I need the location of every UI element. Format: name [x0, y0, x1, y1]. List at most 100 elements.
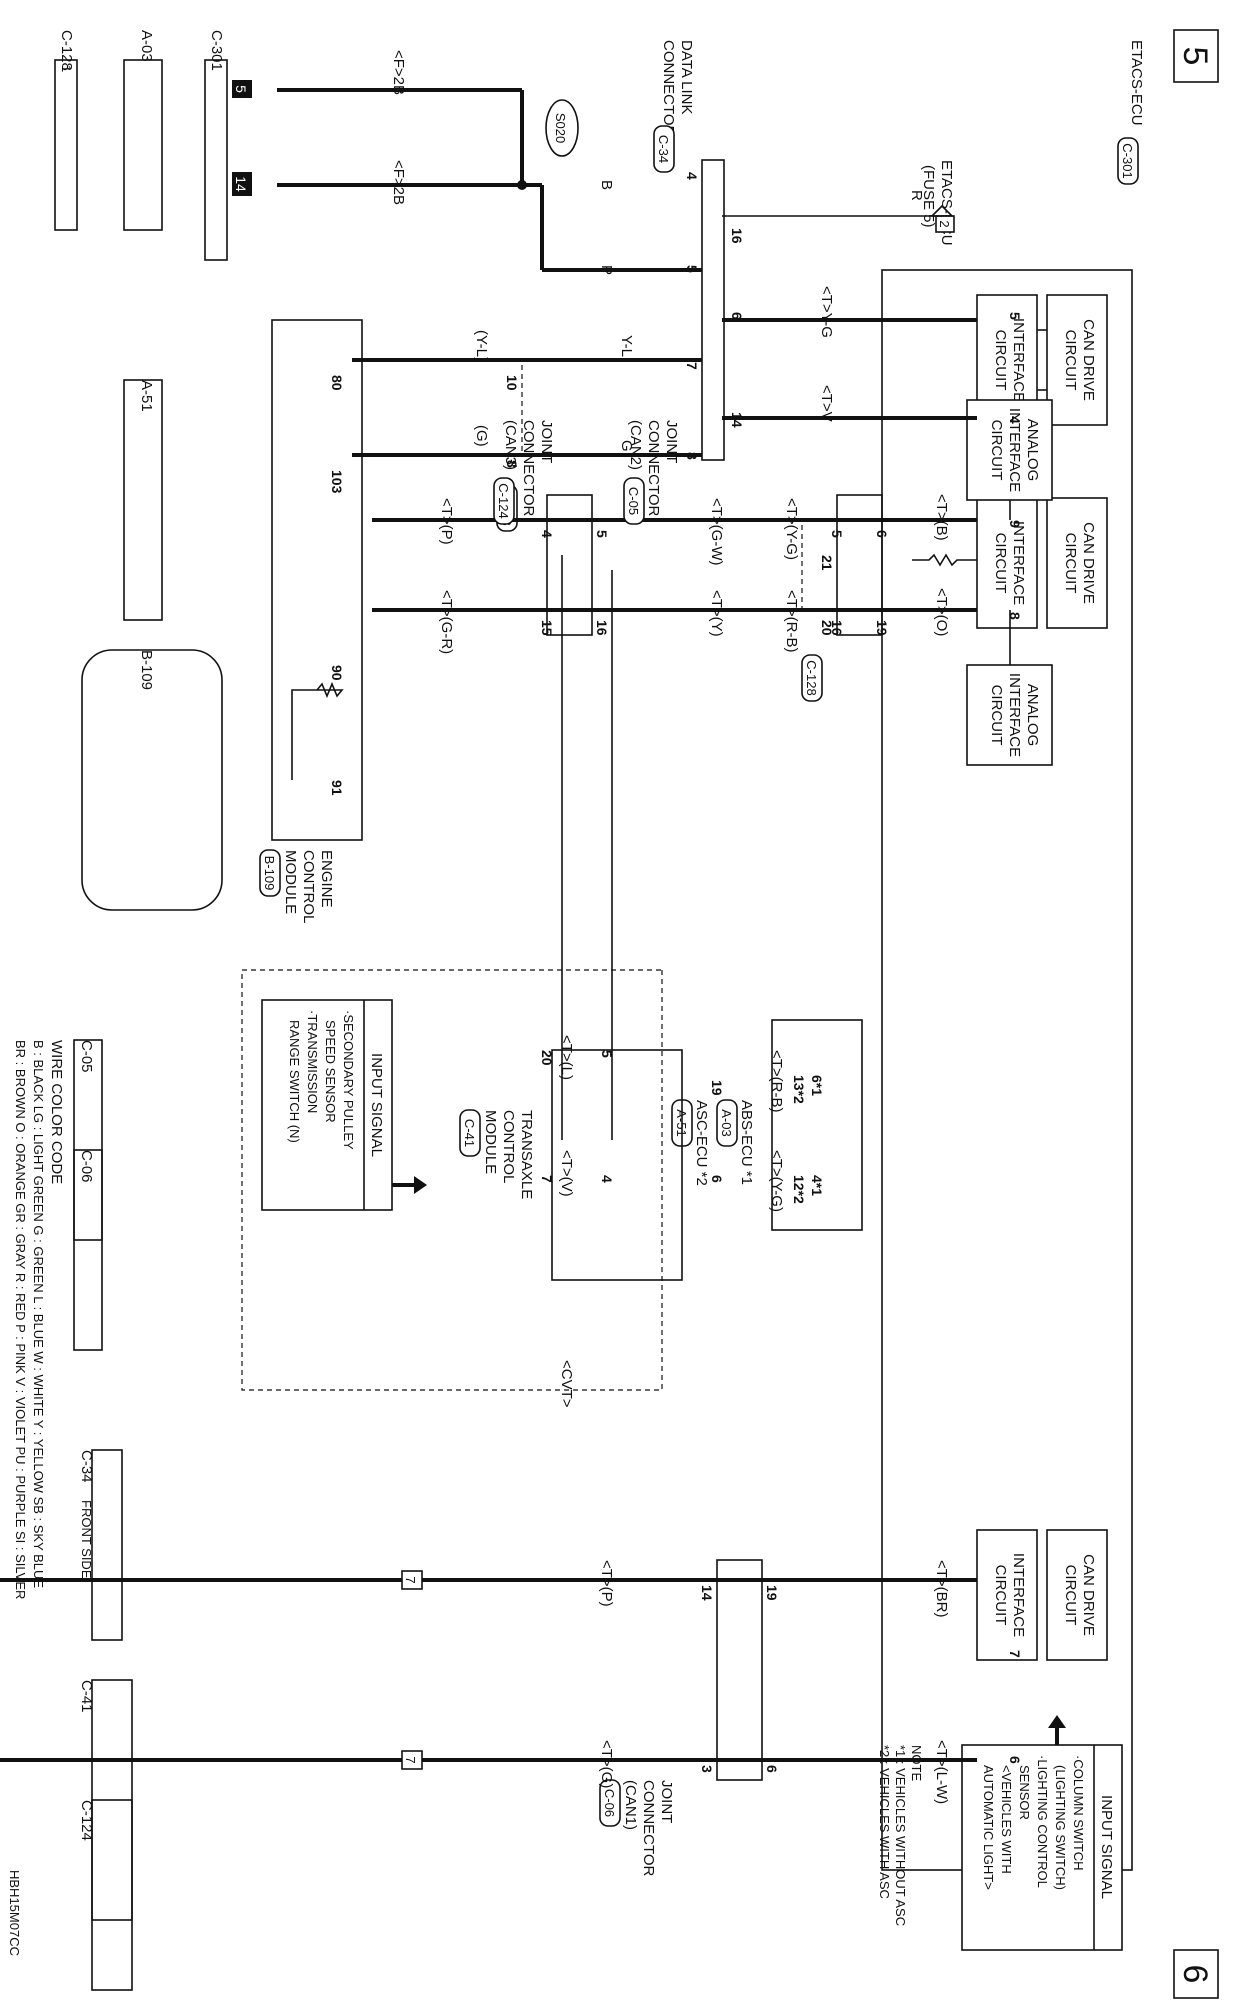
jc2-conn: C-05 [626, 487, 641, 515]
svg-text:<T>(R-B): <T>(R-B) [783, 590, 800, 653]
svg-text:CIRCUIT: CIRCUIT [988, 420, 1005, 481]
note-2: *2 : VEHICLES WITH ASC [877, 1745, 892, 1899]
svg-text:JOINT: JOINT [538, 420, 555, 463]
etacs-title: ETACS-ECU [1128, 40, 1145, 126]
joint-connector-can1 [716, 1559, 763, 1781]
etacs-conn: C-301 [1120, 143, 1135, 178]
etacs-input-signal-box [961, 1744, 1123, 1951]
svg-text:<T>(BR): <T>(BR) [933, 1560, 950, 1618]
cvt-dashed-frame [241, 969, 663, 1391]
note-1: *1 : VEHICLES WITHOUT ASC [893, 1745, 908, 1926]
jc1-conn: C-06 [602, 1789, 617, 1817]
tcm-input-signal-box [261, 999, 393, 1211]
svg-text:INTERFACE: INTERFACE [1006, 673, 1023, 757]
svg-text:<VEHICLES WITH: <VEHICLES WITH [999, 1765, 1014, 1874]
svg-text:Y-L: Y-L [618, 335, 635, 357]
dlc-body [701, 159, 725, 461]
svg-text:CAN DRIVE: CAN DRIVE [1080, 319, 1097, 401]
svg-text:SPEED SENSOR: SPEED SENSOR [323, 1020, 338, 1123]
note-title: NOTE [909, 1745, 924, 1781]
svg-text:21: 21 [819, 555, 835, 571]
svg-text:CONNECTOR: CONNECTOR [520, 420, 537, 517]
svg-text:<T>V: <T>V [818, 385, 835, 422]
svg-text:CONNECTOR: CONNECTOR [660, 40, 677, 137]
svg-text:JOINT: JOINT [663, 420, 680, 463]
svg-text:<T>(G-R): <T>(G-R) [438, 590, 455, 654]
svg-text:CONNECTOR: CONNECTOR [645, 420, 662, 517]
svg-text:2: 2 [937, 220, 952, 227]
svg-text:5: 5 [829, 530, 845, 538]
svg-text:80: 80 [329, 375, 345, 391]
svg-text:16: 16 [829, 620, 845, 636]
c128-conn-2: C-128 [804, 660, 819, 695]
svg-text:TRANSAXLE: TRANSAXLE [518, 1110, 535, 1199]
svg-text:<F>2B: <F>2B [390, 160, 407, 205]
jc3-conn: C-124 [496, 483, 511, 518]
tcm-conn: C-41 [462, 1119, 477, 1147]
ecm-termination-resistor [291, 681, 344, 780]
joint-connector-can3 [546, 494, 593, 636]
svg-text:1: 1 [59, 65, 74, 72]
ground-5-marker [232, 80, 252, 98]
svg-text:5: 5 [594, 530, 610, 538]
svg-text:20: 20 [819, 620, 835, 636]
svg-text:15: 15 [539, 620, 555, 636]
svg-text:ASC-ECU *2: ASC-ECU *2 [693, 1100, 710, 1186]
ecm-box [271, 319, 363, 841]
svg-text:(FUSE 5): (FUSE 5) [920, 165, 937, 228]
svg-text:6: 6 [709, 1175, 725, 1183]
svg-text:INTERFACE: INTERFACE [1006, 408, 1023, 492]
svg-text:INTERFACE: INTERFACE [1010, 521, 1027, 605]
svg-text:A-03: A-03 [138, 30, 155, 62]
svg-text:4: 4 [684, 172, 700, 180]
svg-text:7: 7 [684, 362, 700, 370]
wire-color-title: WIRE COLOR CODE [48, 1040, 65, 1184]
svg-text:19: 19 [764, 1585, 780, 1601]
joint-connector-can2 [836, 494, 883, 636]
abs-ecu-box [771, 1019, 863, 1231]
can-drive-1 [1046, 294, 1108, 426]
svg-text:B: B [598, 180, 615, 190]
ground-14-marker [232, 172, 252, 196]
svg-text:6*1: 6*1 [809, 1075, 825, 1096]
svg-text:<T>(O): <T>(O) [933, 588, 950, 636]
svg-text:C-06: C-06 [78, 1150, 95, 1183]
abs-conn: A-03 [719, 1109, 734, 1136]
can-drive-3 [1046, 1529, 1108, 1661]
svg-text:CIRCUIT: CIRCUIT [988, 685, 1005, 746]
fuse-wire-color: R [908, 190, 925, 201]
svg-text:7: 7 [403, 1756, 418, 1763]
svg-text:S020: S020 [553, 113, 568, 143]
svg-text:4: 4 [1007, 416, 1023, 424]
svg-text:91: 91 [329, 780, 345, 796]
etacs-termination-resistor [912, 553, 977, 567]
tcm-box [551, 1049, 683, 1281]
svg-text:MODULE: MODULE [282, 850, 299, 914]
svg-text:14: 14 [699, 1585, 715, 1601]
svg-text:<T>(B): <T>(B) [933, 494, 950, 541]
cvt-label: <CVT> [558, 1360, 575, 1408]
svg-text:RANGE SWITCH (N): RANGE SWITCH (N) [287, 1020, 302, 1143]
page-number-bottom: 6 [1176, 1965, 1214, 1984]
connector-legend: C-128 1 A-03 C-301 A-51 B-109 C-05 C-06 … [54, 30, 228, 1991]
svg-text:INPUT SIGNAL: INPUT SIGNAL [1098, 1795, 1115, 1899]
svg-text:(G): (G) [473, 425, 490, 447]
svg-text:CONTROL: CONTROL [500, 1110, 517, 1183]
svg-text:CONTROL: CONTROL [300, 850, 317, 923]
svg-text:ANALOG: ANALOG [1024, 684, 1041, 747]
svg-text:AUTOMATIC LIGHT>: AUTOMATIC LIGHT> [981, 1765, 996, 1890]
svg-text:C-41: C-41 [78, 1680, 95, 1713]
svg-text:G: G [618, 440, 635, 452]
svg-text:4: 4 [599, 1175, 615, 1183]
svg-text:P: P [598, 265, 615, 275]
svg-text:3: 3 [699, 1765, 715, 1773]
svg-text:6: 6 [729, 312, 745, 320]
svg-text:5: 5 [233, 85, 249, 93]
svg-text:10: 10 [504, 375, 520, 391]
svg-text:<T>(Y-G): <T>(Y-G) [783, 498, 800, 560]
svg-text:INTERFACE: INTERFACE [1010, 1553, 1027, 1637]
svg-text:C-34: C-34 [78, 1450, 95, 1483]
svg-text:CIRCUIT: CIRCUIT [992, 1565, 1009, 1626]
svg-text:19: 19 [874, 620, 890, 636]
